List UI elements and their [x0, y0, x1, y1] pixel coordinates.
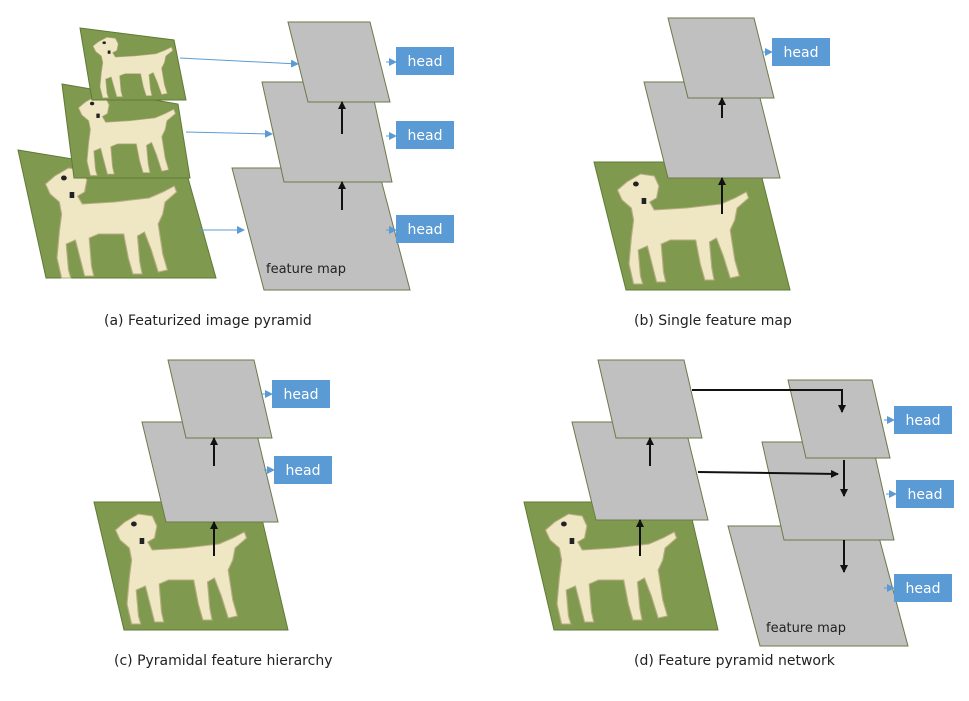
head-box-d-2: [896, 480, 954, 508]
lateral-connection-d-1: [692, 389, 846, 413]
caption-b: (b) Single feature map: [634, 313, 792, 329]
panel-a: feature map head head head: [17, 21, 454, 291]
feature-map-label-a: feature map: [266, 262, 346, 277]
head-box-a-3: [396, 215, 454, 243]
panel-b: head: [593, 17, 830, 291]
head-label-b-1: head: [784, 45, 819, 61]
head-box-a-1: [396, 47, 454, 75]
head-label-d-2: head: [908, 487, 943, 503]
head-label-d-3: head: [906, 581, 941, 597]
head-label-a-1: head: [408, 54, 443, 70]
head-label-c-1: head: [284, 387, 319, 403]
dog-image-a-small: [79, 27, 187, 101]
head-label-a-3: head: [408, 222, 443, 238]
feature-map-label-d: feature map: [766, 621, 846, 636]
feature-map-d-bu-small: [597, 359, 703, 439]
head-box-d-1: [894, 406, 952, 434]
head-label-d-1: head: [906, 413, 941, 429]
head-box-b-1: [772, 38, 830, 66]
head-box-c-1: [272, 380, 330, 408]
head-box-a-2: [396, 121, 454, 149]
feature-map-b-small: [667, 17, 775, 99]
connector-a-medium: [185, 129, 273, 138]
panel-d: feature map head head head: [523, 359, 954, 647]
caption-c: (c) Pyramidal feature hierarchy: [114, 653, 333, 669]
caption-d: (d) Feature pyramid network: [634, 653, 835, 669]
feature-map-c-small: [167, 359, 273, 439]
caption-a: (a) Featurized image pyramid: [104, 313, 312, 329]
connector-a-small: [179, 57, 299, 68]
lateral-connection-d-2: [697, 469, 839, 478]
panel-c: head head: [93, 359, 332, 631]
dog-image-d: [523, 501, 719, 631]
head-label-c-2: head: [286, 463, 321, 479]
head-box-c-2: [274, 456, 332, 484]
feature-map-d-td-small: [787, 379, 891, 459]
head-box-d-3: [894, 574, 952, 602]
feature-map-a-small: [287, 21, 391, 103]
dog-image-b: [593, 161, 791, 291]
head-label-a-2: head: [408, 128, 443, 144]
